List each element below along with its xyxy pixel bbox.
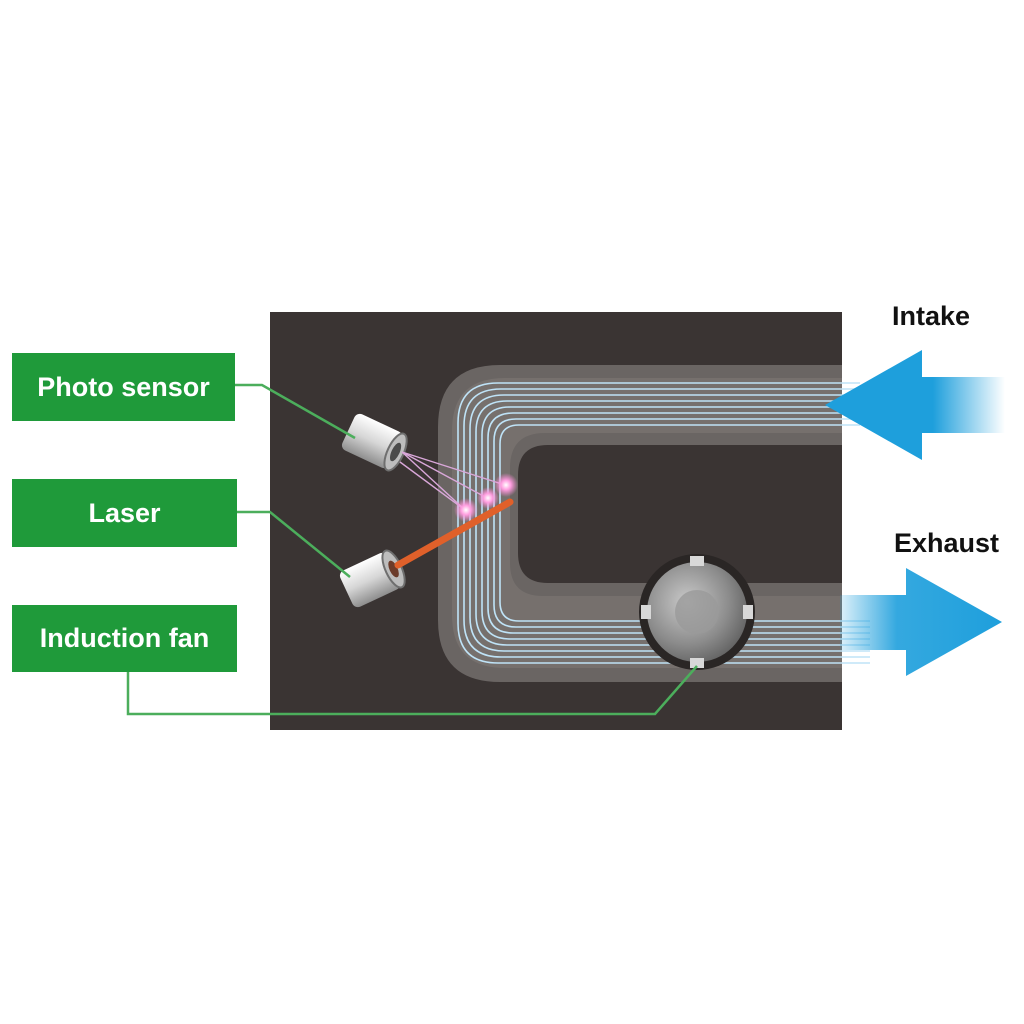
airflow-line bbox=[493, 418, 870, 628]
intake-label: Intake bbox=[892, 301, 971, 331]
fan-icon bbox=[639, 554, 755, 670]
photo-sensor-label: Photo sensor bbox=[12, 353, 235, 421]
airflow-line bbox=[481, 406, 870, 640]
exhaust-label: Exhaust bbox=[894, 528, 1000, 558]
airflow-line bbox=[499, 424, 870, 622]
cylinder-laser-icon bbox=[339, 549, 406, 608]
airflow-line bbox=[487, 412, 870, 634]
airflow-line bbox=[457, 382, 870, 664]
laser-label: Laser bbox=[12, 479, 237, 547]
cylinder-sensor-icon bbox=[341, 413, 408, 472]
laser-leader bbox=[237, 510, 351, 578]
induction-fan-leader bbox=[126, 665, 698, 716]
induction-fan-label: Induction fan bbox=[12, 605, 237, 672]
airflow-line bbox=[463, 388, 870, 658]
scattered-light bbox=[399, 451, 506, 511]
arrow-left-icon bbox=[825, 350, 1005, 460]
arrow-right-icon bbox=[840, 568, 1002, 676]
photo-sensor-leader bbox=[235, 383, 356, 440]
particle-glow bbox=[454, 473, 518, 522]
laser-beam bbox=[394, 498, 514, 569]
